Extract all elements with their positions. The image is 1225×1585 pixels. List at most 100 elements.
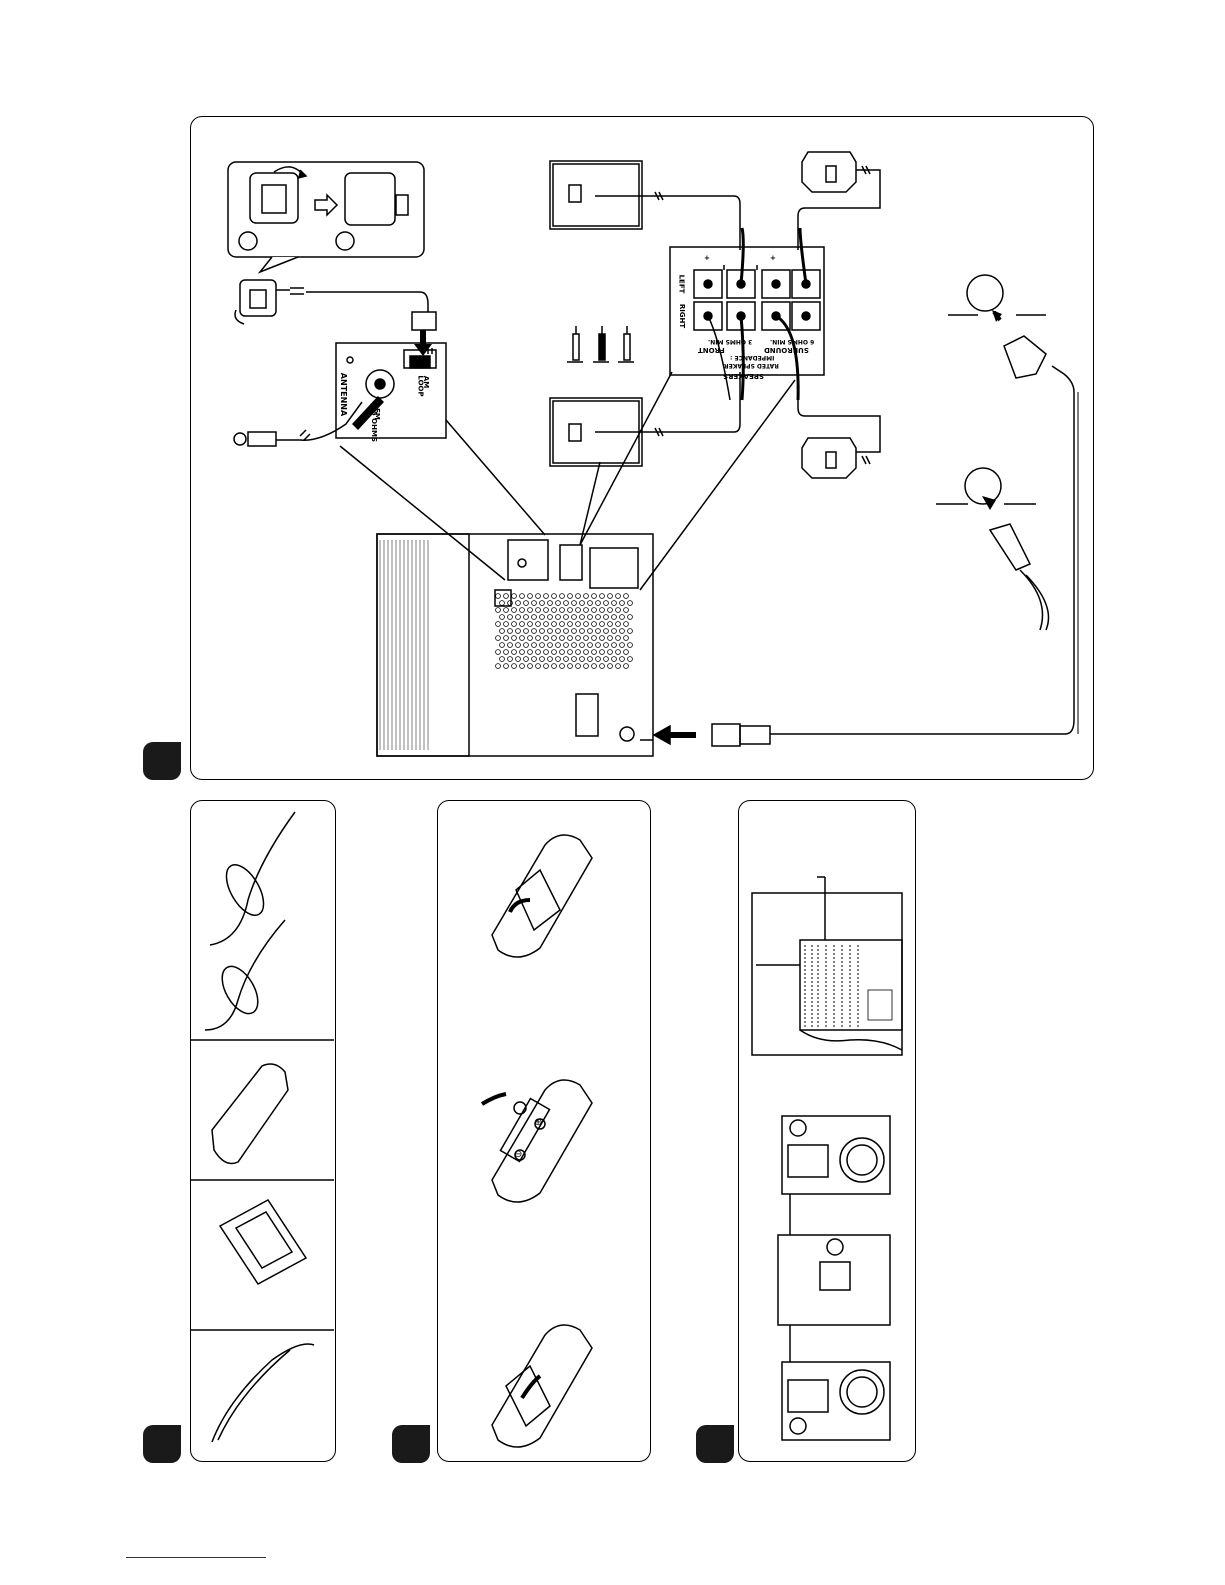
grille-hole xyxy=(544,622,549,627)
grille-hole xyxy=(532,643,537,648)
grille-hole xyxy=(568,594,573,599)
grille-hole xyxy=(628,615,633,620)
grille-hole xyxy=(584,594,589,599)
battery-step-1 xyxy=(492,835,592,957)
grille-hole xyxy=(604,601,609,606)
grille-hole xyxy=(576,636,581,641)
antenna-label: ANTENNA xyxy=(339,373,348,416)
surround-speaker-lower xyxy=(798,375,880,478)
grille-hole xyxy=(500,629,505,634)
grille-hole xyxy=(540,643,545,648)
grille-hole xyxy=(512,664,517,669)
grille-hole xyxy=(620,643,625,648)
rated-impedance-line2: IMPEDANCE : xyxy=(730,354,774,361)
grille-hole xyxy=(604,629,609,634)
grille-hole xyxy=(532,601,537,606)
grille-hole xyxy=(608,622,613,627)
grille-hole xyxy=(524,629,529,634)
grille-hole xyxy=(524,615,529,620)
grille-hole xyxy=(596,629,601,634)
rated-impedance-line3: 6 OHMS MIN. xyxy=(770,338,814,345)
grille-hole xyxy=(528,664,533,669)
grille-hole xyxy=(508,643,513,648)
grille-hole xyxy=(520,622,525,627)
grille-hole xyxy=(628,643,633,648)
grille-hole xyxy=(520,636,525,641)
accessory-power-cords xyxy=(205,812,295,1030)
grille-hole xyxy=(624,622,629,627)
wire-strip-samples xyxy=(567,326,634,362)
euro-plug-outlet xyxy=(936,468,1049,630)
grille-hole xyxy=(624,594,629,599)
grille-hole xyxy=(552,608,557,613)
grille-hole xyxy=(612,657,617,662)
grille-hole xyxy=(500,657,505,662)
loop-label: LOOP xyxy=(417,375,425,396)
grille-hole xyxy=(520,650,525,655)
grille-hole xyxy=(572,615,577,620)
grille-hole xyxy=(544,636,549,641)
surround-speaker-upper xyxy=(798,152,880,250)
grille-hole xyxy=(620,615,625,620)
grille-hole xyxy=(620,657,625,662)
grille-hole xyxy=(608,650,613,655)
front-right-speaker xyxy=(550,372,740,466)
plus-terminal-label-2: + xyxy=(770,254,776,262)
grille-hole xyxy=(604,657,609,662)
grille-hole xyxy=(512,650,517,655)
grille-hole xyxy=(536,622,541,627)
grille-hole xyxy=(580,657,585,662)
grille-hole xyxy=(576,622,581,627)
grille-hole xyxy=(560,636,565,641)
grille-hole xyxy=(520,664,525,669)
grille-hole xyxy=(496,664,501,669)
accessory-remote-control xyxy=(212,1064,288,1164)
grille-hole xyxy=(588,601,593,606)
grille-hole xyxy=(536,650,541,655)
grille-hole xyxy=(556,643,561,648)
grille-hole xyxy=(524,643,529,648)
grille-hole xyxy=(512,622,517,627)
grille-hole xyxy=(544,608,549,613)
grille-hole xyxy=(548,643,553,648)
grille-hole xyxy=(572,657,577,662)
grille-hole xyxy=(612,601,617,606)
grille-hole xyxy=(600,608,605,613)
placement-top-view xyxy=(752,877,902,1055)
grille-hole xyxy=(556,657,561,662)
grille-hole xyxy=(532,615,537,620)
grille-hole xyxy=(540,629,545,634)
grille-hole xyxy=(560,594,565,599)
grille-hole xyxy=(564,657,569,662)
grille-hole xyxy=(628,629,633,634)
grille-hole xyxy=(624,664,629,669)
grille-hole xyxy=(496,650,501,655)
accessory-fm-wire xyxy=(212,1344,314,1442)
grille-hole xyxy=(592,636,597,641)
grille-hole xyxy=(560,622,565,627)
grille-hole xyxy=(576,664,581,669)
grille-hole xyxy=(584,622,589,627)
grille-hole xyxy=(564,629,569,634)
grille-hole xyxy=(588,615,593,620)
battery-step-3 xyxy=(492,1325,592,1447)
grille-hole xyxy=(496,622,501,627)
grille-hole xyxy=(580,601,585,606)
grille-hole xyxy=(516,629,521,634)
grille-hole xyxy=(504,650,509,655)
grille-hole xyxy=(592,650,597,655)
grille-hole xyxy=(596,615,601,620)
am-loop-antenna xyxy=(235,280,436,330)
grille-hole xyxy=(560,608,565,613)
grille-hole xyxy=(572,643,577,648)
grille-hole xyxy=(568,664,573,669)
grille-hole xyxy=(500,615,505,620)
grille-hole xyxy=(536,636,541,641)
grille-hole xyxy=(596,657,601,662)
grille-hole xyxy=(592,664,597,669)
speakers-title: SPEAKERS xyxy=(723,372,764,380)
grille-hole xyxy=(568,608,573,613)
grille-hole xyxy=(592,594,597,599)
grille-hole xyxy=(528,650,533,655)
